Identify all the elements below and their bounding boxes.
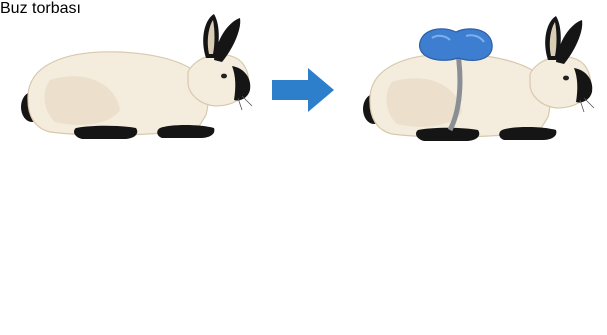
rabbit-with-ice-bag	[363, 16, 594, 141]
ice-bag-icon	[420, 29, 493, 61]
arrow-right-icon	[272, 68, 334, 112]
rabbit-normal	[21, 14, 252, 139]
